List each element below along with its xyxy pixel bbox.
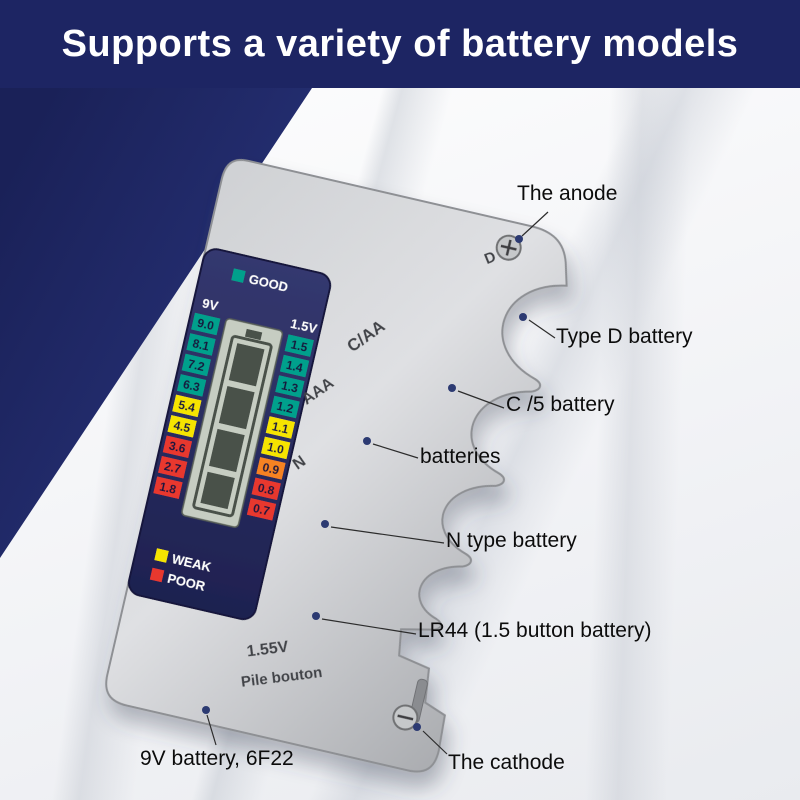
lcd-right-row: 1.0 — [261, 436, 291, 460]
poor-color-chip — [149, 567, 165, 583]
battery-gauge-outline — [192, 334, 273, 518]
annotation-batteries: batteries — [420, 445, 501, 468]
svg-text:1.5: 1.5 — [289, 337, 309, 354]
lcd-right-scale: 1.5 1.4 1.3 1.2 1.1 1.0 0.9 0.8 0.7 — [246, 334, 314, 521]
svg-text:7.2: 7.2 — [186, 357, 206, 374]
svg-text:3.6: 3.6 — [168, 439, 188, 456]
lcd-left-row: 8.1 — [186, 333, 216, 356]
lcd-left-row: 4.5 — [167, 415, 197, 438]
svg-text:0.9: 0.9 — [261, 460, 281, 477]
svg-text:1.0: 1.0 — [266, 440, 286, 457]
banner-title: Supports a variety of battery models — [61, 22, 739, 65]
battery-gauge-nub — [244, 328, 263, 341]
lcd-right-row: 1.2 — [270, 395, 300, 419]
lcd-right-row: 0.7 — [246, 498, 277, 521]
svg-text:6.3: 6.3 — [182, 377, 202, 394]
lcd-left-row: 7.2 — [181, 353, 211, 377]
lcd-right-row: 1.3 — [275, 375, 305, 398]
svg-text:1.8: 1.8 — [158, 479, 178, 496]
svg-text:5.4: 5.4 — [177, 398, 197, 415]
annotation-anode: The anode — [517, 182, 618, 205]
svg-text:1.2: 1.2 — [275, 399, 295, 416]
voltage-marking: 1.55V — [246, 638, 290, 660]
lcd-left-scale: 9.0 8.1 7.2 6.3 5.4 4.5 3.6 2.7 1.8 — [153, 312, 221, 499]
annotation-cathode: The cathode — [448, 751, 565, 774]
left-column-header: 9V — [201, 295, 220, 313]
svg-text:2.7: 2.7 — [163, 459, 183, 476]
svg-text:1.3: 1.3 — [280, 378, 300, 395]
lcd-screen — [181, 318, 284, 528]
lcd-right-row: 0.9 — [256, 457, 286, 480]
battery-gauge-segments — [200, 343, 265, 510]
lcd-right-row: 1.1 — [265, 416, 295, 439]
lcd-left-row: 9.0 — [191, 312, 221, 336]
annotation-9v-battery: 9V battery, 6F22 — [140, 747, 294, 770]
good-color-chip — [231, 268, 246, 283]
svg-text:0.7: 0.7 — [252, 501, 272, 518]
battery-tester-device: GOOD 9V 1.5V 9.0 8.1 7. — [105, 159, 568, 773]
lcd-right-row: 0.8 — [251, 477, 281, 501]
right-column-header: 1.5V — [289, 316, 319, 337]
svg-text:1.4: 1.4 — [285, 358, 305, 375]
annotation-n-type-battery: N type battery — [446, 529, 577, 552]
banner: Supports a variety of battery models — [0, 0, 800, 88]
minus-screw-icon — [392, 704, 419, 731]
svg-text:8.1: 8.1 — [191, 336, 211, 353]
plus-screw-icon — [495, 234, 522, 261]
svg-text:9.0: 9.0 — [196, 316, 216, 333]
lcd-left-row: 5.4 — [172, 394, 202, 418]
lcd-left-row: 6.3 — [176, 374, 207, 397]
annotation-lr44-battery: LR44 (1.5 button battery) — [418, 619, 652, 642]
svg-text:1.1: 1.1 — [271, 419, 291, 436]
svg-text:0.8: 0.8 — [256, 481, 276, 498]
annotation-c5-battery: C /5 battery — [506, 393, 615, 416]
svg-text:4.5: 4.5 — [172, 418, 192, 435]
annotation-type-d-battery: Type D battery — [556, 325, 693, 348]
lcd-left-row: 3.6 — [162, 435, 192, 458]
lcd-left-row: 1.8 — [153, 476, 183, 499]
weak-color-chip — [154, 548, 169, 563]
lcd-right-row: 1.4 — [279, 354, 310, 378]
lcd-right-row: 1.5 — [284, 334, 314, 357]
lcd-left-row: 2.7 — [158, 456, 188, 479]
